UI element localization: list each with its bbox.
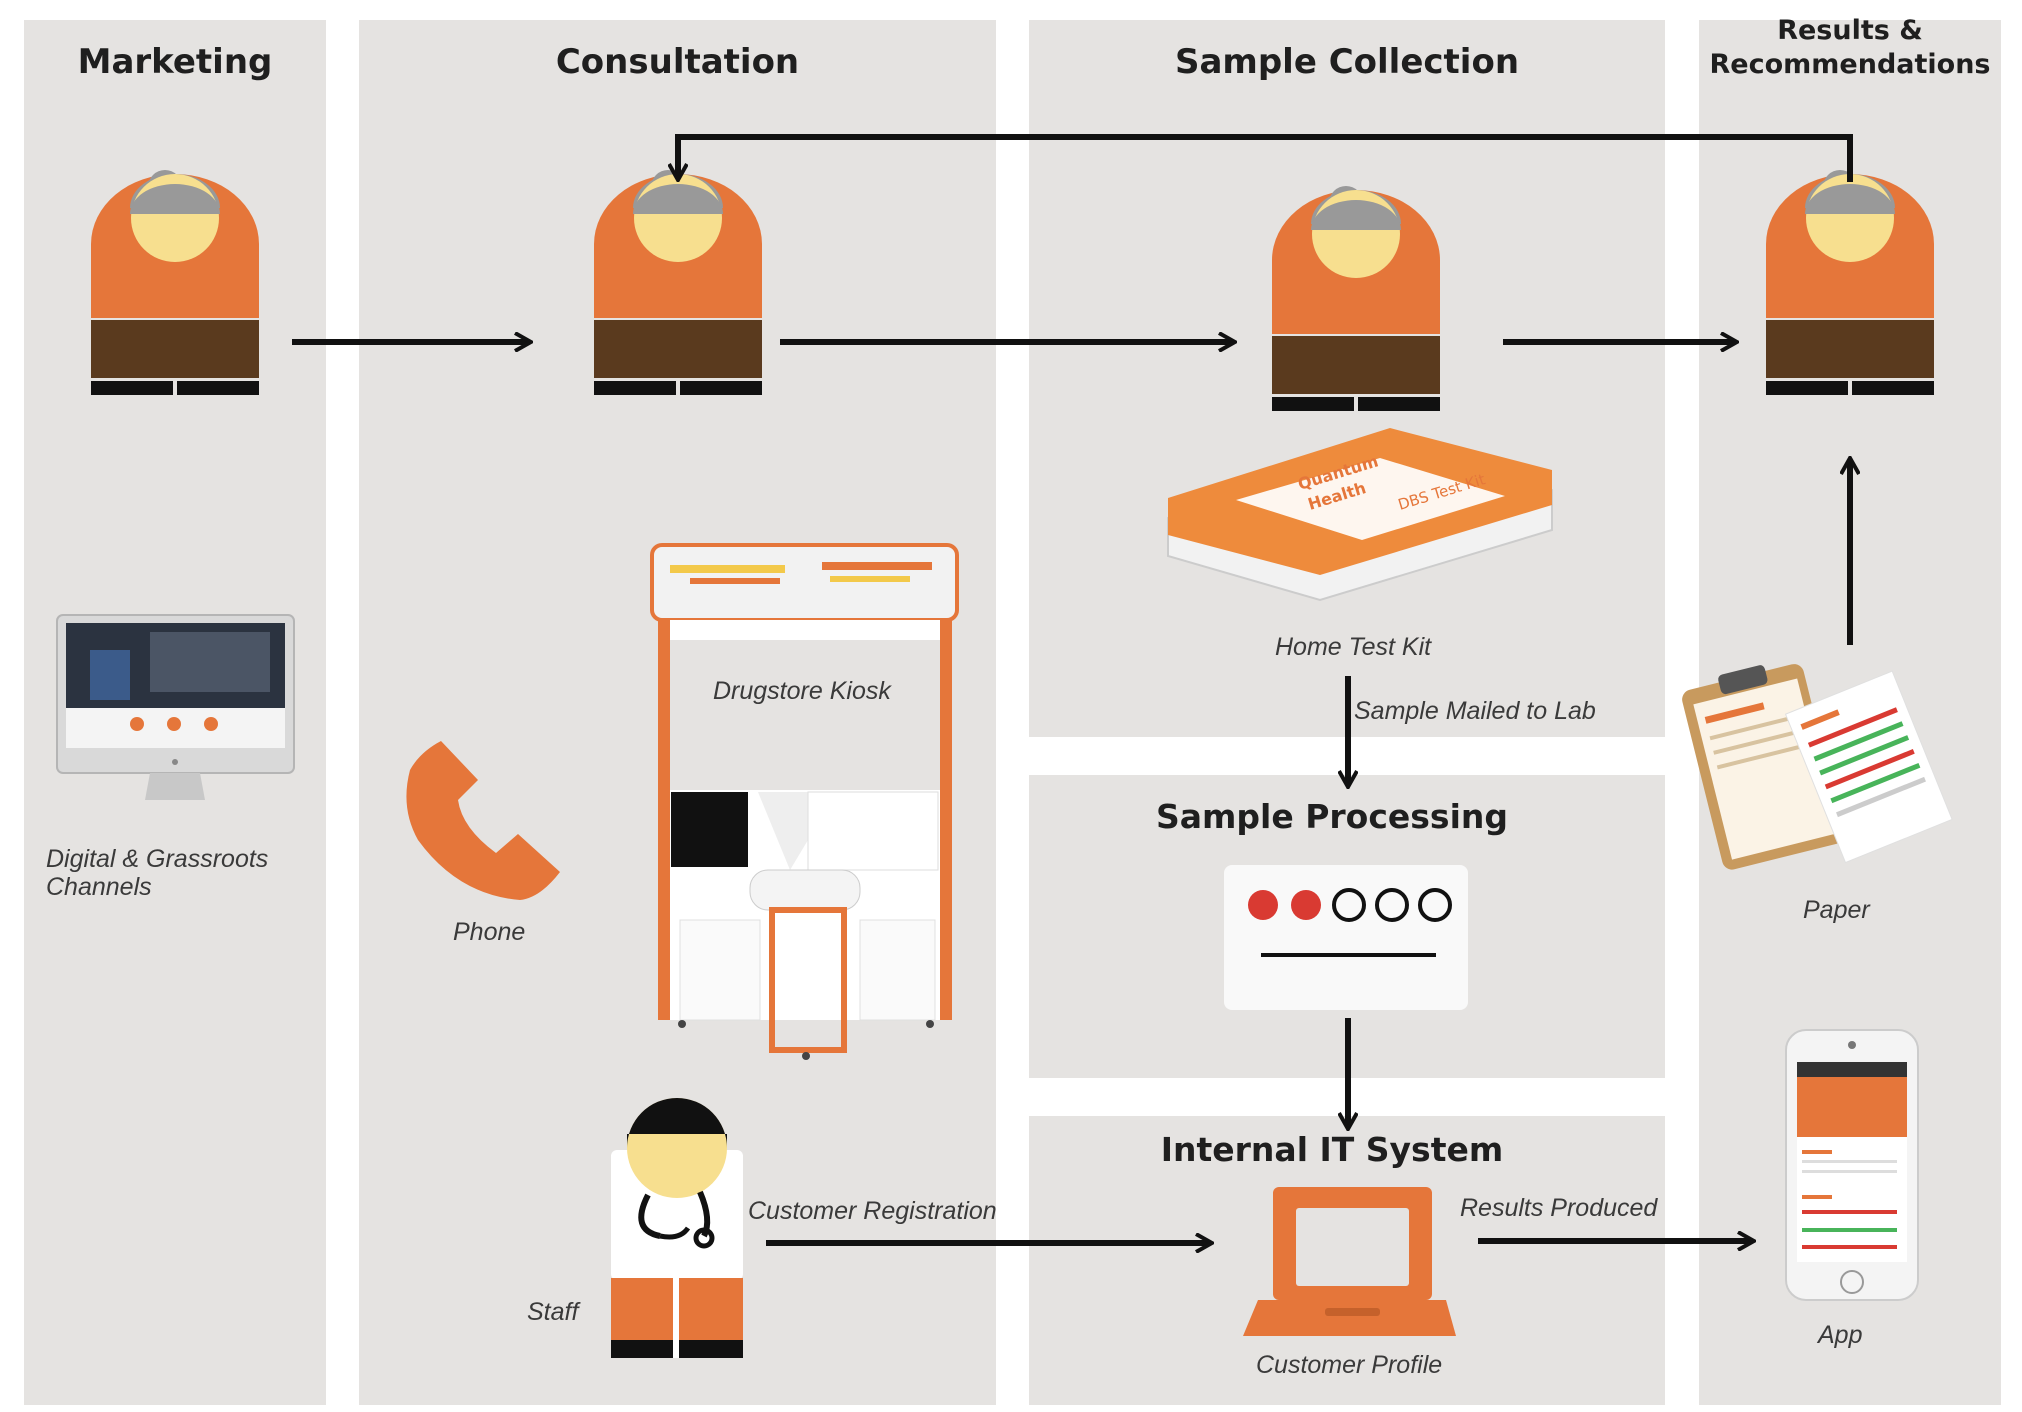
arrow-feedback-loop xyxy=(678,134,1853,182)
staff-figure-icon xyxy=(611,1098,743,1358)
progress-dots xyxy=(1248,888,1452,922)
desktop-monitor-icon xyxy=(56,614,295,800)
progress-dot xyxy=(1248,890,1278,920)
customer-figure-sample-collection xyxy=(1272,186,1440,411)
home-test-kit-icon: Quantum Health DBS Test Kit xyxy=(1167,428,1553,602)
label-staff: Staff xyxy=(527,1298,579,1326)
lane-title-internal-it: Internal IT System xyxy=(1160,1130,1504,1169)
label-digital-line1: Digital & Grassroots xyxy=(46,845,269,873)
label-paper: Paper xyxy=(1803,896,1870,924)
progress-dot xyxy=(1418,888,1452,922)
label-drugstore-kiosk: Drugstore Kiosk xyxy=(713,677,891,705)
lane-title-results: Results & Recommendations xyxy=(1699,14,2001,82)
customer-figure-consultation xyxy=(594,170,762,395)
mobile-app-phone-icon xyxy=(1785,1029,1919,1301)
label-home-test-kit: Home Test Kit xyxy=(1275,633,1432,661)
paper-report-icon xyxy=(1682,664,1953,870)
label-customer-profile: Customer Profile xyxy=(1256,1351,1443,1379)
progress-dot xyxy=(1375,888,1409,922)
phone-handset-icon xyxy=(406,741,560,900)
customer-figure-marketing xyxy=(91,170,259,395)
progress-dot xyxy=(1291,890,1321,920)
lane-title-results-line2: Recommendations xyxy=(1709,49,1991,80)
customer-figure-results xyxy=(1766,170,1934,395)
lane-title-sample-collection: Sample Collection xyxy=(1174,42,1520,82)
drugstore-kiosk-icon xyxy=(650,543,959,1060)
progress-dot xyxy=(1332,888,1366,922)
label-digital-line2: Channels xyxy=(46,873,152,901)
sample-processing-card xyxy=(1224,865,1468,1010)
laptop-icon xyxy=(1243,1187,1456,1336)
label-app: App xyxy=(1818,1321,1863,1349)
lane-title-consultation: Consultation xyxy=(555,42,800,82)
label-digital-channels: Digital & Grassroots Channels xyxy=(46,845,268,901)
label-results-produced: Results Produced xyxy=(1460,1194,1658,1222)
lane-title-results-line1: Results & xyxy=(1777,15,1923,46)
label-customer-registration: Customer Registration xyxy=(748,1197,997,1225)
label-sample-mailed: Sample Mailed to Lab xyxy=(1354,697,1596,725)
label-phone: Phone xyxy=(453,918,526,946)
lane-title-marketing: Marketing xyxy=(77,42,273,82)
lane-title-sample-processing: Sample Processing xyxy=(1155,797,1508,836)
